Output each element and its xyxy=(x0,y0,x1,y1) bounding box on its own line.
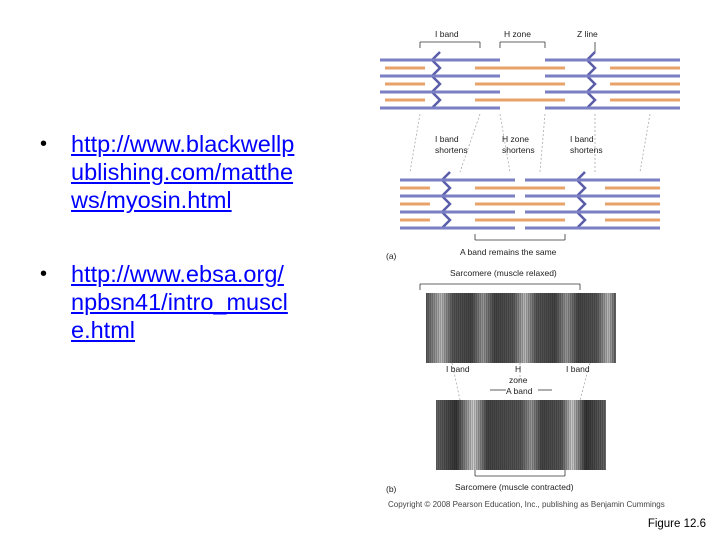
copyright-notice: Copyright © 2008 Pearson Education, Inc.… xyxy=(388,500,665,509)
label-shortens: shortens xyxy=(435,145,468,155)
label-shortens: shortens xyxy=(502,145,535,155)
label-h-b: H xyxy=(515,364,521,374)
label-h-zone-top: H zone xyxy=(504,29,531,39)
label-i-band-left-b: I band xyxy=(446,364,470,374)
label-h-zone-shortens: H zone xyxy=(502,134,529,144)
bullet-list: • http://www.blackwellpublishing.com/mat… xyxy=(36,130,296,390)
label-zone-b: zone xyxy=(509,375,528,385)
bullet-item: • http://www.ebsa.org/npbsn41/intro_musc… xyxy=(36,260,296,344)
panel-letter-a: (a) xyxy=(386,251,397,261)
link-blackwell[interactable]: http://www.blackwellpublishing.com/matth… xyxy=(71,131,295,213)
sarcomere-figure: I band H zone Z line xyxy=(380,22,710,522)
label-i-band-shortens-right: I band xyxy=(570,134,594,144)
panel-letter-b: (b) xyxy=(386,484,397,494)
bullet-dot-icon: • xyxy=(40,133,48,155)
link-ebsa[interactable]: http://www.ebsa.org/npbsn41/intro_muscle… xyxy=(71,261,288,343)
figure-caption: Figure 12.6 xyxy=(647,518,706,530)
bullet-item: • http://www.blackwellpublishing.com/mat… xyxy=(36,130,296,214)
bullet-dot-icon: • xyxy=(40,263,48,285)
label-i-band-shortens-left: I band xyxy=(435,134,459,144)
label-sarcomere-contracted: Sarcomere (muscle contracted) xyxy=(455,482,574,492)
relaxed-sarcomere xyxy=(380,51,680,110)
label-sarcomere-relaxed: Sarcomere (muscle relaxed) xyxy=(450,268,557,278)
label-shortens: shortens xyxy=(570,145,603,155)
contracted-sarcomere xyxy=(400,171,660,230)
label-i-band-right-b: I band xyxy=(566,364,590,374)
sarcomere-diagram: I band H zone Z line xyxy=(380,29,680,494)
label-a-band-same: A band remains the same xyxy=(460,247,557,257)
label-a-band-b: A band xyxy=(506,386,533,396)
label-z-line-top: Z line xyxy=(577,29,598,39)
label-i-band-top: I band xyxy=(435,29,459,39)
